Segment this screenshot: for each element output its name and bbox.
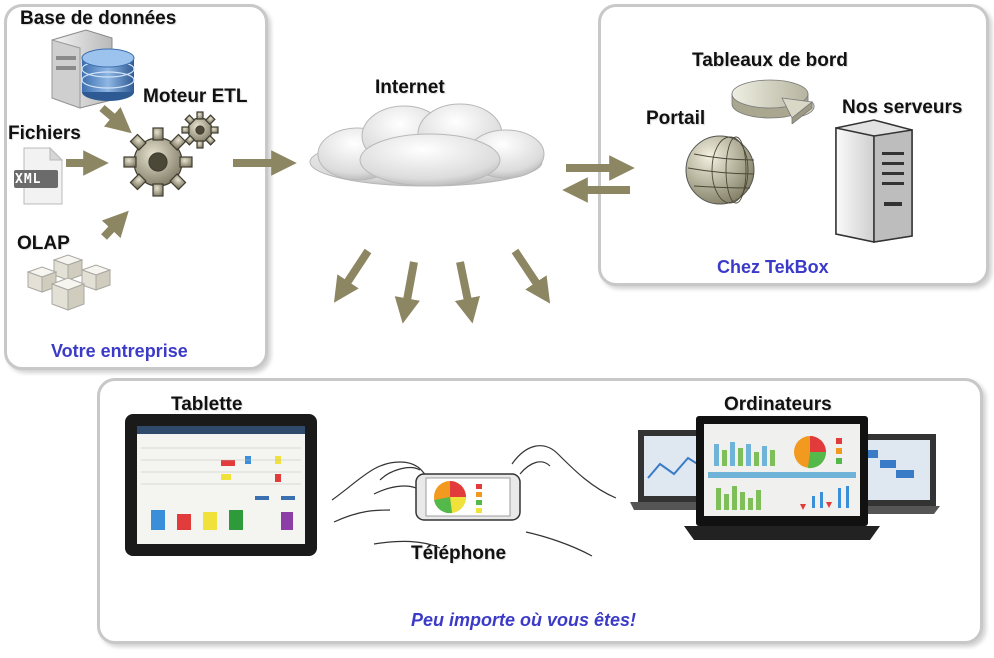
tablet-icon: [125, 414, 317, 556]
database-server-icon: [51, 29, 135, 109]
phone-in-hands-icon: [331, 445, 617, 557]
enterprise-caption: Votre entreprise: [51, 341, 188, 361]
xml-file-icon: [14, 146, 64, 205]
arrow-down-3: [454, 261, 480, 324]
arrow-olap-to-etl: [101, 210, 129, 240]
arrow-down-4: [511, 248, 551, 304]
xml-file-text: XML: [15, 172, 42, 187]
olap-cubes-icon: [26, 254, 112, 311]
pie-chart-3d-icon: [731, 79, 815, 124]
portal-label: Portail: [646, 108, 706, 129]
etl-label: Moteur ETL: [143, 86, 248, 107]
globe-icon: [685, 135, 755, 205]
tablet-label: Tablette: [171, 394, 243, 415]
arrow-db-to-etl: [99, 104, 132, 134]
phone-label: Téléphone: [411, 543, 507, 564]
devices-caption: Peu importe où vous êtes!: [411, 610, 637, 630]
cloud-icon: [309, 103, 545, 187]
files-label: Fichiers: [8, 123, 81, 144]
tekbox-caption: Chez TekBox: [717, 257, 829, 277]
servers-label: Nos serveurs: [842, 97, 963, 118]
computers-label: Ordinateurs: [724, 394, 832, 415]
database-label: Base de données: [20, 8, 177, 29]
internet-label: Internet: [375, 77, 445, 98]
dashboards-label: Tableaux de bord: [692, 50, 848, 71]
arrow-down-2: [394, 261, 420, 324]
computers-icon: [630, 416, 940, 540]
arrow-down-1: [333, 248, 372, 303]
olap-label: OLAP: [17, 233, 70, 254]
server-tower-icon: [835, 119, 913, 243]
etl-gears-icon: [123, 111, 219, 197]
tekbox-panel: [598, 4, 989, 286]
